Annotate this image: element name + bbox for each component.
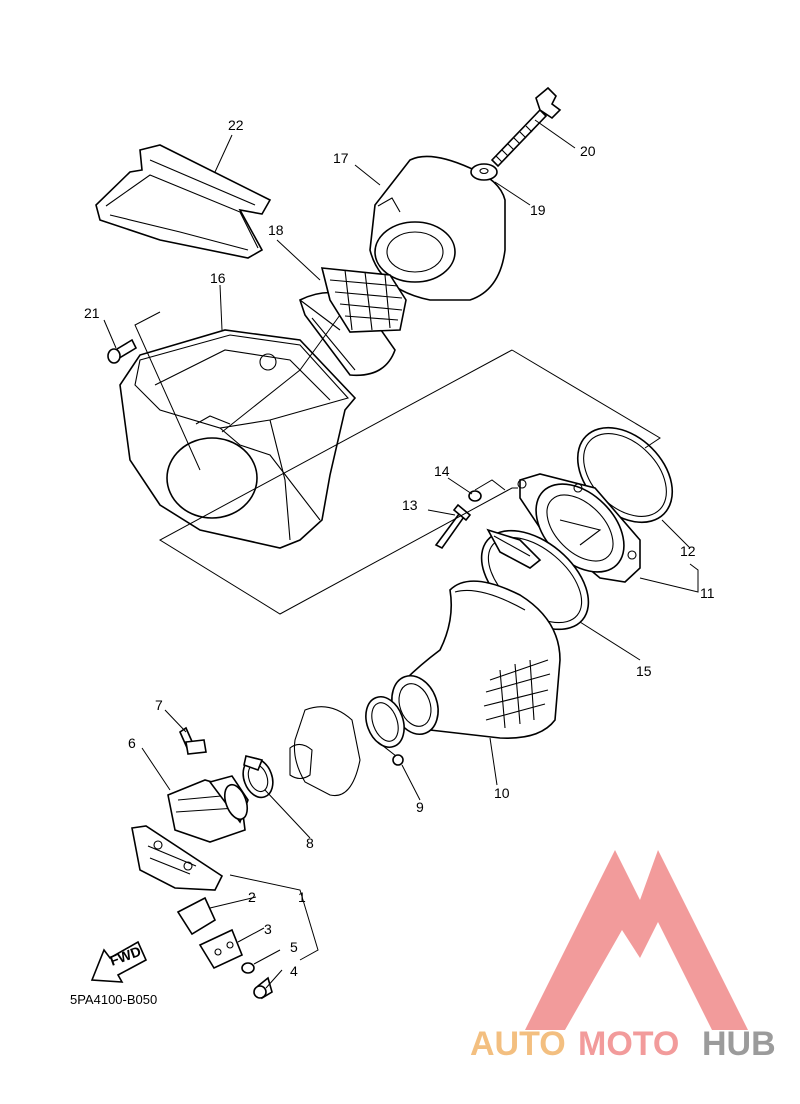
- part-20-wing-bolt: [490, 86, 562, 168]
- label-2: 2: [248, 889, 256, 905]
- label-18: 18: [268, 222, 284, 238]
- part-10-intake-joint: [391, 580, 561, 739]
- part-2-reed: [176, 896, 217, 936]
- automotohub-logo: AUTO MOTO HUB: [470, 850, 776, 1063]
- label-4: 4: [290, 963, 298, 979]
- label-8: 8: [306, 835, 314, 851]
- carburetor-outline: [289, 706, 361, 797]
- leader-lines: [103, 119, 691, 989]
- label-16: 16: [210, 270, 226, 286]
- label-11: 11: [700, 585, 715, 601]
- part-1-reed-plate: [131, 825, 224, 891]
- logo-word-hub: HUB: [702, 1025, 776, 1063]
- diagram-code: 5PA4100-B050: [70, 992, 157, 1007]
- part-13-pin: [434, 503, 472, 550]
- part-6-reed-valve: [167, 775, 249, 843]
- label-14: 14: [434, 463, 450, 479]
- label-5: 5: [290, 939, 298, 955]
- label-7: 7: [155, 697, 163, 713]
- label-19: 19: [530, 202, 546, 218]
- part-4-screw: [253, 976, 273, 1000]
- fwd-arrow-icon: FWD: [90, 940, 148, 983]
- part-16-filter-case: [119, 329, 357, 549]
- label-15: 15: [636, 663, 652, 679]
- label-1: 1: [298, 889, 306, 905]
- part-5-washer: [241, 962, 255, 974]
- label-20: 20: [580, 143, 596, 159]
- part-14-clip: [468, 490, 482, 502]
- label-9: 9: [416, 799, 424, 815]
- assembly-guide-lines: [134, 311, 699, 961]
- label-6: 6: [128, 735, 136, 751]
- label-22: 22: [228, 117, 244, 133]
- label-17: 17: [333, 150, 349, 166]
- part-21-screw: [107, 338, 138, 364]
- label-10: 10: [494, 785, 510, 801]
- part-8-clamp: [242, 755, 274, 799]
- label-21: 21: [84, 305, 100, 321]
- part-3-stopper: [198, 928, 244, 970]
- part-9-clamp: [365, 696, 405, 766]
- part-number-labels: 22 17 20 19 18 16 21 14 13 12 11 15 7 6 …: [84, 117, 715, 979]
- part-22-cover: [95, 144, 272, 259]
- label-12: 12: [680, 543, 696, 559]
- part-17-filter-element: [369, 155, 506, 301]
- label-3: 3: [264, 921, 272, 937]
- part-7-bolt: [178, 726, 207, 755]
- logo-word-moto: MOTO: [578, 1025, 679, 1063]
- label-13: 13: [402, 497, 418, 513]
- part-18-filter-guide: [299, 267, 407, 377]
- logo-word-auto: AUTO: [470, 1025, 566, 1063]
- part-19-washer: [470, 163, 498, 181]
